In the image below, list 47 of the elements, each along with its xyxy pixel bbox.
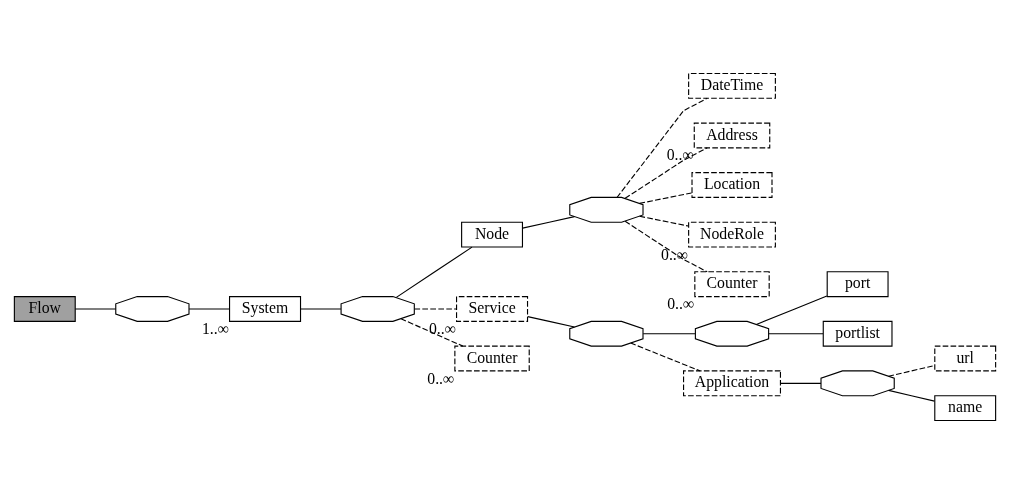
node-box: Service [455, 296, 528, 322]
node-octagon [568, 196, 644, 223]
connector [526, 316, 575, 328]
connector [638, 192, 692, 204]
node-box: Flow [13, 296, 76, 322]
node-octagon [340, 296, 415, 322]
node-box: Counter [453, 345, 530, 372]
node-box: Application [682, 370, 781, 397]
node-box: System [228, 296, 301, 322]
connector [755, 295, 827, 325]
node-octagon [114, 296, 190, 322]
connector [521, 216, 575, 229]
connector [624, 220, 708, 273]
node-box: Counter [693, 271, 770, 298]
node-box: port [826, 271, 889, 298]
connector [779, 382, 822, 384]
connector [887, 389, 935, 402]
node-box: NodeRole [687, 221, 776, 248]
node-box: Node [460, 221, 523, 248]
node-label: 1..∞ [201, 319, 229, 337]
connector [629, 342, 700, 372]
node-octagon [819, 370, 895, 397]
node-octagon [568, 320, 644, 347]
connector [74, 308, 116, 310]
connector [642, 333, 696, 335]
connector [399, 318, 463, 347]
node-box: portlist [822, 320, 893, 347]
connector [624, 147, 708, 199]
connector [299, 308, 341, 310]
node-label: 0..∞ [428, 319, 456, 337]
connector [767, 333, 824, 335]
node-box: Address [693, 122, 770, 149]
node-box: DateTime [687, 72, 776, 99]
node-box: Location [690, 172, 773, 198]
connector [638, 215, 689, 227]
connector [887, 364, 935, 377]
node-label: 0..∞ [666, 295, 694, 313]
node-label: 0..∞ [660, 245, 688, 263]
connector [616, 97, 708, 198]
node-octagon [694, 320, 769, 347]
connector [413, 308, 457, 310]
node-box: name [933, 395, 996, 422]
node-label: 0..∞ [426, 369, 454, 387]
node-box: url [933, 345, 996, 372]
connector [188, 308, 230, 310]
connector [395, 246, 473, 298]
node-label: 0..∞ [666, 146, 694, 164]
